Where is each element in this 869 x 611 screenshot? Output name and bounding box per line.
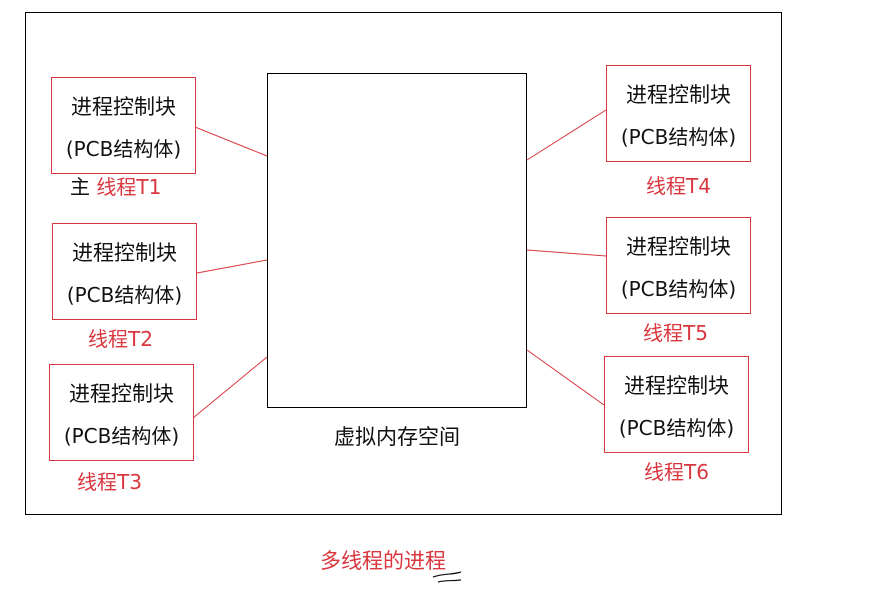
- thread-label-t3: 线程T3: [77, 470, 142, 494]
- pcb-box-t2: 进程控制块 (PCB结构体): [52, 223, 197, 320]
- pcb-subtitle: (PCB结构体): [66, 283, 183, 307]
- virtual-memory-label: 虚拟内存空间: [334, 425, 460, 449]
- connector-t4: [526, 109, 607, 161]
- pcb-box-t6: 进程控制块 (PCB结构体): [604, 356, 749, 453]
- virtual-memory-box: [267, 73, 527, 408]
- thread-label-t2: 线程T2: [88, 327, 153, 351]
- main-prefix: 主: [70, 175, 90, 199]
- pcb-title: 进程控制块: [71, 95, 176, 119]
- connector-t6: [526, 349, 605, 406]
- caption-underline-mark: [432, 571, 462, 583]
- thread-name-t1: 线程T1: [96, 175, 162, 199]
- pcb-box-t5: 进程控制块 (PCB结构体): [606, 217, 751, 314]
- thread-label-t4: 线程T4: [646, 174, 711, 198]
- connector-t1: [194, 126, 268, 157]
- diagram-caption: 多线程的进程: [320, 549, 446, 573]
- pcb-box-t4: 进程控制块 (PCB结构体): [606, 65, 751, 162]
- connector-t2: [196, 259, 268, 274]
- pcb-title: 进程控制块: [624, 374, 729, 398]
- process-boundary: [25, 12, 782, 515]
- thread-label-t6: 线程T6: [644, 460, 709, 484]
- pcb-subtitle: (PCB结构体): [620, 125, 737, 149]
- pcb-subtitle: (PCB结构体): [618, 416, 735, 440]
- pcb-title: 进程控制块: [72, 241, 177, 265]
- pcb-subtitle: (PCB结构体): [620, 277, 737, 301]
- pcb-box-t1: 进程控制块 (PCB结构体): [51, 77, 196, 174]
- thread-label-t5: 线程T5: [643, 321, 708, 345]
- pcb-title: 进程控制块: [626, 235, 731, 259]
- thread-label-t1: 主 线程T1: [70, 175, 161, 199]
- pcb-subtitle: (PCB结构体): [65, 137, 182, 161]
- connector-t5: [526, 249, 607, 257]
- pcb-title: 进程控制块: [69, 382, 174, 406]
- pcb-box-t3: 进程控制块 (PCB结构体): [49, 364, 194, 461]
- connector-t3: [192, 356, 268, 419]
- pcb-title: 进程控制块: [626, 83, 731, 107]
- pcb-subtitle: (PCB结构体): [63, 424, 180, 448]
